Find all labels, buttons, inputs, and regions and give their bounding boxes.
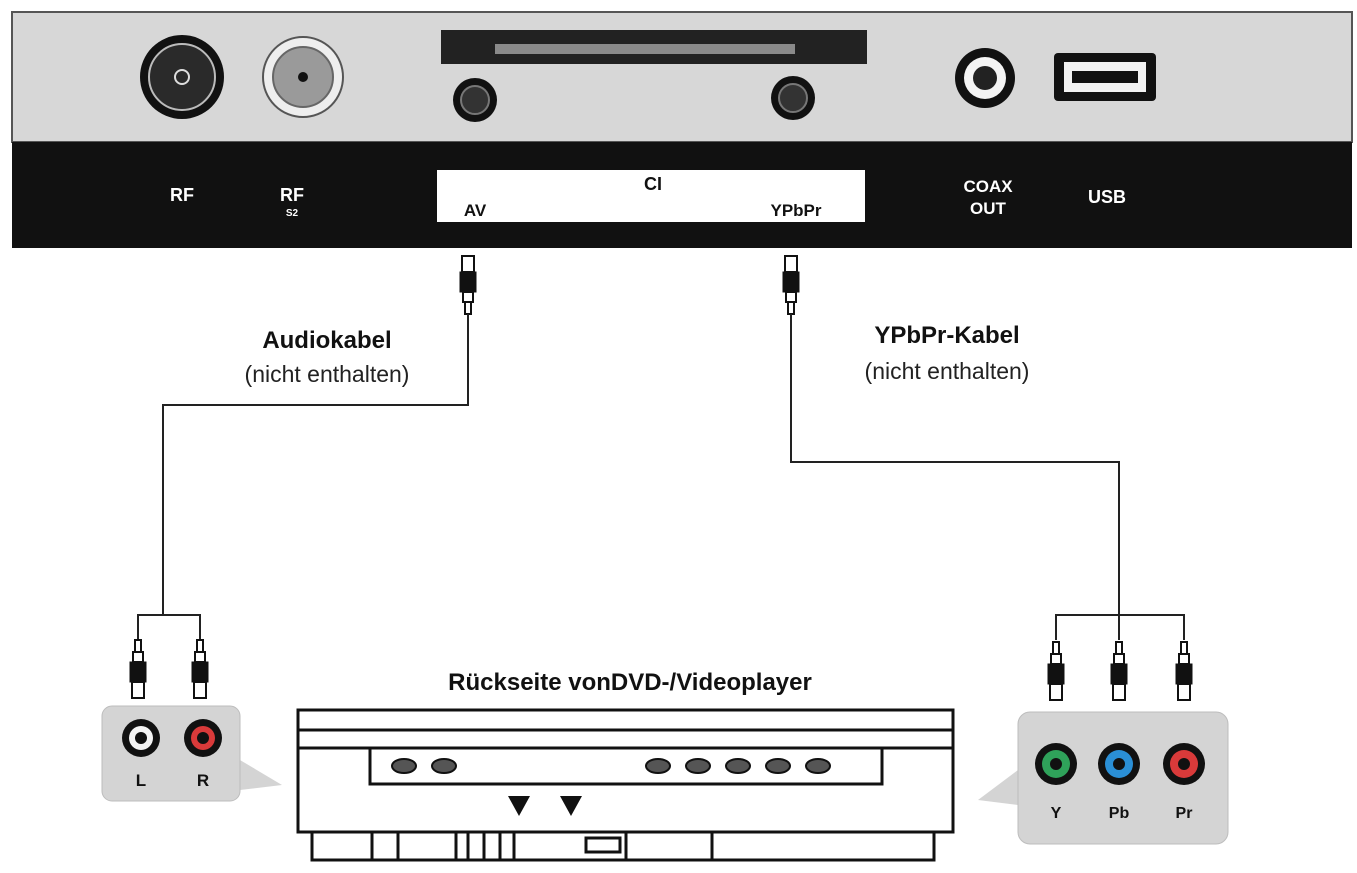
receiver-back-panel: RF RF S2 CI AV YPbPr COAX OUT USB bbox=[11, 11, 1353, 248]
ypbpr-plug-y-icon bbox=[1047, 641, 1065, 701]
jack-y-icon bbox=[1035, 743, 1077, 785]
audio-jack-left-icon bbox=[122, 719, 160, 757]
audio-plug-right-icon bbox=[191, 639, 209, 699]
rf-s2-connector-icon bbox=[262, 36, 344, 118]
ypbpr-jack-icon bbox=[771, 76, 815, 120]
player-title: Rückseite vonDVD-/Videoplayer bbox=[448, 669, 812, 696]
ci-label-box bbox=[437, 170, 865, 222]
audio-jack-right-icon bbox=[184, 719, 222, 757]
audio-cable-note: (nicht enthalten) bbox=[245, 361, 410, 387]
coax-label: COAX bbox=[963, 177, 1013, 196]
av-label: AV bbox=[464, 201, 487, 220]
ypbpr-plug-pr-icon bbox=[1175, 641, 1193, 701]
jack-pr-icon bbox=[1163, 743, 1205, 785]
dvd-player-back-icon bbox=[296, 708, 955, 862]
jack-pb-label: Pb bbox=[1109, 805, 1130, 822]
ypbpr-cable bbox=[782, 255, 1193, 701]
usb-port-icon bbox=[1054, 53, 1156, 101]
ypbpr-cable-note: (nicht enthalten) bbox=[865, 358, 1030, 384]
ypbpr-cable-title: YPbPr-Kabel bbox=[874, 322, 1019, 349]
ci-label: CI bbox=[644, 174, 662, 194]
jack-pr-label: Pr bbox=[1176, 805, 1193, 822]
coax-out-label: OUT bbox=[970, 199, 1007, 218]
jack-pb-icon bbox=[1098, 743, 1140, 785]
ci-slot-icon bbox=[441, 30, 867, 64]
audio-jack-left-label: L bbox=[136, 771, 146, 790]
rf-connector-icon bbox=[140, 35, 224, 119]
rf-label: RF bbox=[170, 185, 194, 205]
coax-jack-icon bbox=[955, 48, 1015, 108]
component-jack-callout: Y Pb Pr bbox=[978, 711, 1229, 845]
audio-plug-left-icon bbox=[129, 639, 147, 699]
rf-s2-sublabel: S2 bbox=[286, 208, 299, 219]
audio-cable-top-plug-icon bbox=[459, 255, 477, 315]
audio-jack-right-label: R bbox=[197, 771, 209, 790]
av-jack-icon bbox=[453, 78, 497, 122]
audio-cable-title: Audiokabel bbox=[262, 327, 391, 354]
ypbpr-cable-top-plug-icon bbox=[782, 255, 800, 315]
audio-jack-callout: L R bbox=[101, 705, 282, 802]
ypbpr-plug-pb-icon bbox=[1110, 641, 1128, 701]
rf-s2-label: RF bbox=[280, 185, 304, 205]
ypbpr-label: YPbPr bbox=[770, 201, 821, 220]
usb-label: USB bbox=[1088, 187, 1126, 207]
jack-y-label: Y bbox=[1051, 805, 1062, 822]
audio-cable bbox=[129, 255, 477, 699]
